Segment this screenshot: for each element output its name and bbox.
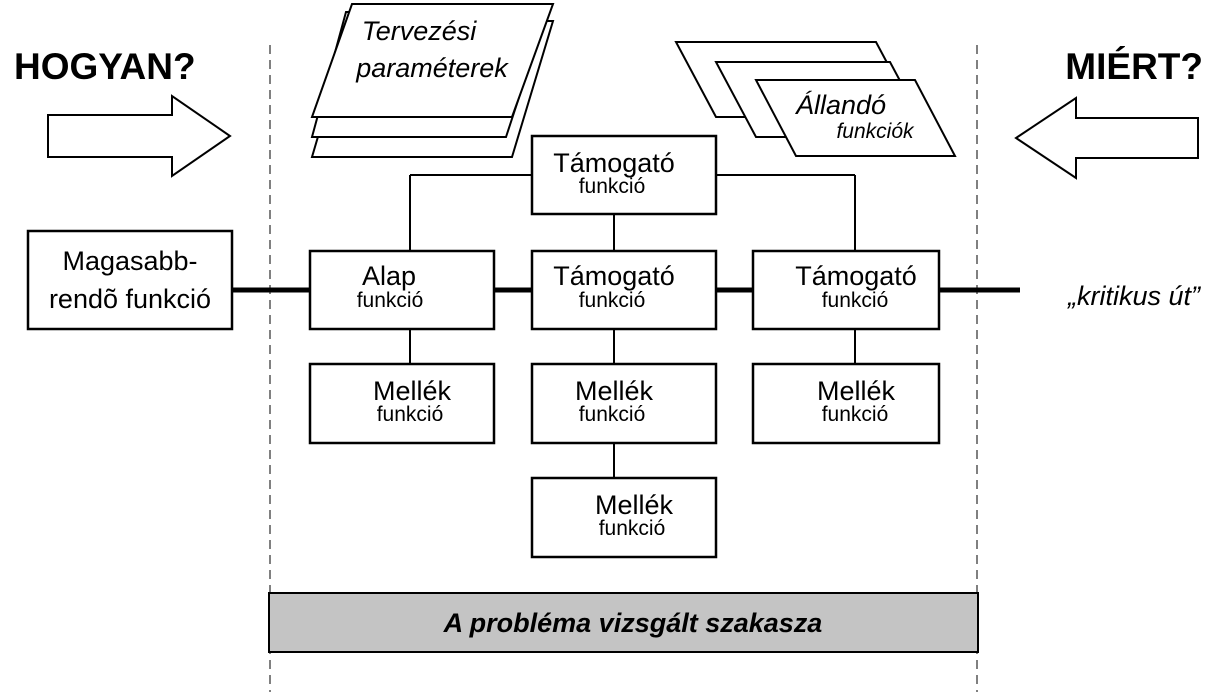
side-left-sub: funkció [377,403,444,426]
basic-function-box: Alap funkció [308,249,496,331]
higher-function-line1: Magasabb- [62,246,197,276]
design-parameters-stack: Tervezési paraméterek [310,3,555,158]
side-bottom-sub: funkció [599,517,666,540]
side-right-title: Mellék [817,376,896,406]
support-function-mid-box: Támogató funkció [530,249,718,331]
support-function-right-box: Támogató funkció [751,249,941,331]
critical-path-label: „kritikus út” [1067,281,1201,311]
why-direction-arrow-icon [1014,96,1199,180]
support-top-sub: funkció [579,175,646,198]
basic-function-sub: funkció [357,289,424,312]
support-right-title: Támogató [795,261,917,291]
side-left-title: Mellék [373,376,452,406]
side-right-sub: funkció [822,403,889,426]
constant-functions-sub: funkciók [836,120,915,143]
side-function-bottom-box: Mellék funkció [530,476,718,559]
design-parameters-line2: paraméterek [355,53,509,83]
support-mid-title: Támogató [553,261,675,291]
design-parameters-line1: Tervezési [362,16,478,46]
side-mid-title: Mellék [575,376,654,406]
basic-function-title: Alap [362,261,416,291]
side-function-mid-box: Mellék funkció [530,362,718,445]
scope-band-rect [268,592,979,653]
scope-band-label: A probléma vizsgált szakasza [443,608,823,638]
scope-band: A probléma vizsgált szakasza [268,592,979,653]
side-bottom-title: Mellék [595,490,674,520]
support-mid-sub: funkció [579,289,646,312]
higher-function-box: Magasabb- rendõ funkció [26,229,234,331]
constant-functions-title: Állandó [794,90,886,120]
how-direction-arrow-icon [47,94,232,178]
support-top-title: Támogató [553,148,675,178]
side-function-right-box: Mellék funkció [751,362,941,445]
side-mid-sub: funkció [579,403,646,426]
side-function-left-box: Mellék funkció [308,362,496,445]
how-heading: HOGYAN? [14,46,196,87]
support-function-top-box: Támogató funkció [530,134,718,216]
why-heading: MIÉRT? [1065,46,1203,87]
higher-function-line2: rendõ funkció [49,284,211,314]
constant-functions-stack: Állandó funkciók [674,41,957,157]
support-right-sub: funkció [822,289,889,312]
